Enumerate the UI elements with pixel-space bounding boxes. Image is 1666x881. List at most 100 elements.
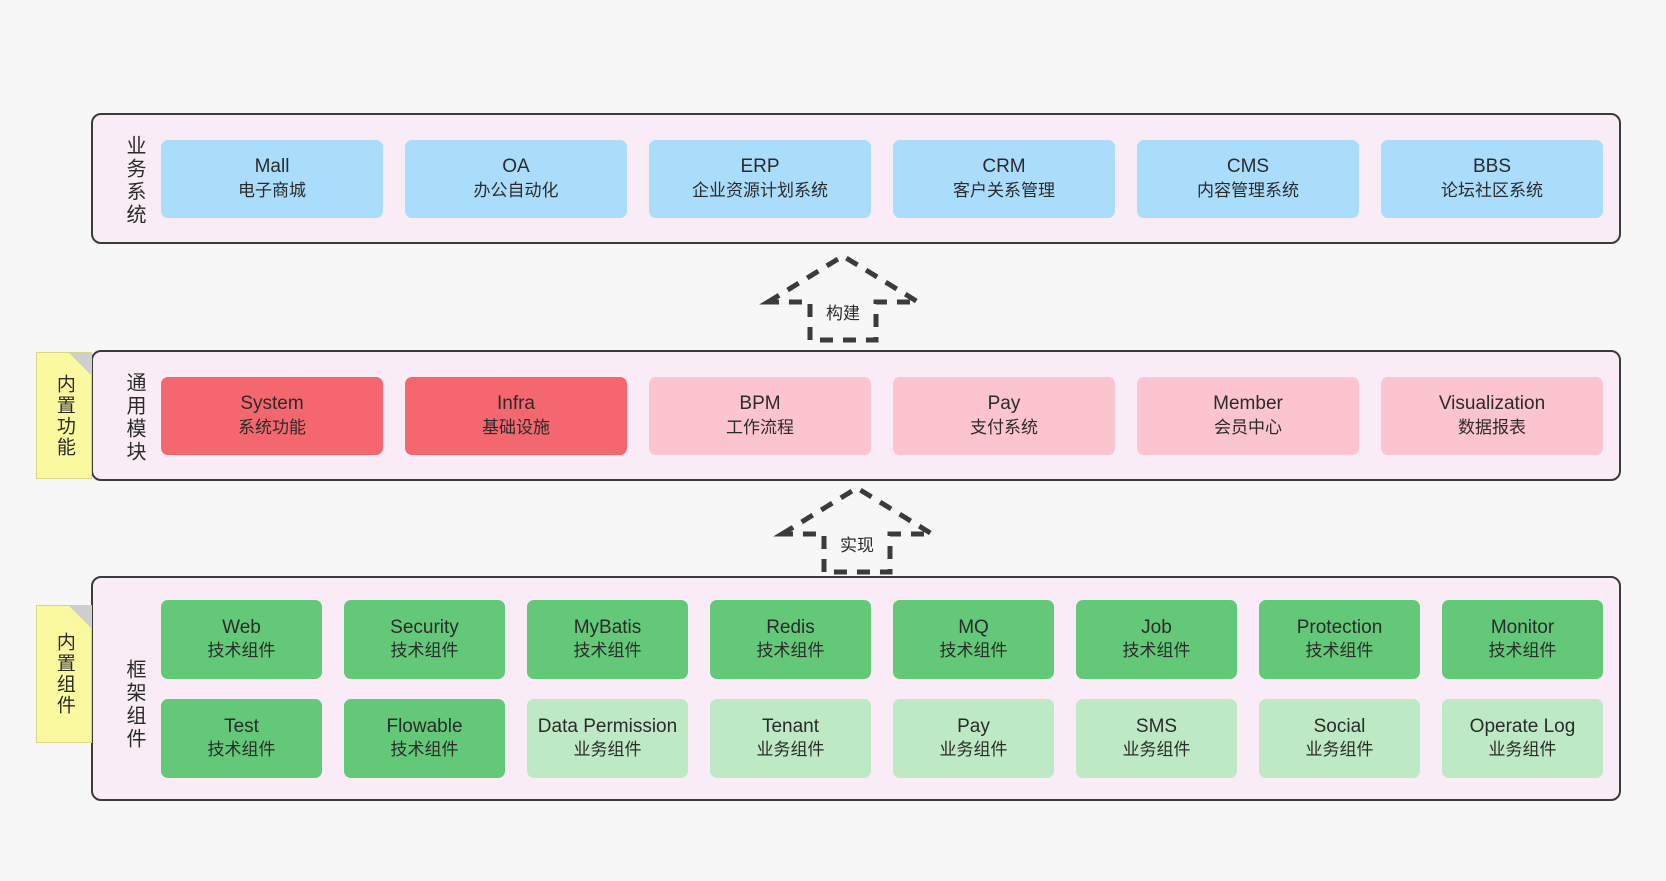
card-mq[interactable]: MQ 技术组件 [893,599,1054,679]
card-title: Protection [1296,616,1383,638]
card-title: ERP [740,156,780,178]
card-subtitle: 办公自动化 [473,180,559,200]
card-mall[interactable]: Mall 电子商城 [161,139,383,218]
card-cms[interactable]: CMS 内容管理系统 [1137,139,1359,218]
card-title: Monitor [1490,616,1555,638]
card-title: Mall [254,156,290,178]
tag-builtin-function: 内置功能 [36,352,92,479]
layer-common-modules: 通用模块 System 系统功能 Infra 基础设施 BPM 工作流程 Pay… [91,350,1621,481]
card-title: Operate Log [1469,715,1576,737]
card-subtitle: 数据报表 [1458,417,1526,437]
layer-body-common-modules: System 系统功能 Infra 基础设施 BPM 工作流程 Pay 支付系统… [145,352,1619,479]
layer-framework-components: 框架组件 Web 技术组件 Security 技术组件 MyBatis 技术组件… [91,576,1621,801]
card-system[interactable]: System 系统功能 [161,376,383,455]
card-subtitle: 基础设施 [482,417,550,437]
tag-label: 内置功能 [53,373,75,458]
card-infra[interactable]: Infra 基础设施 [405,376,627,455]
card-flowable[interactable]: Flowable 技术组件 [344,698,505,778]
card-title: Visualization [1438,393,1546,415]
card-subtitle: 技术组件 [390,641,459,661]
card-subtitle: 技术组件 [207,641,276,661]
card-subtitle: 论坛社区系统 [1441,180,1543,200]
card-subtitle: 业务组件 [939,740,1008,760]
card-row: Mall 电子商城 OA 办公自动化 ERP 企业资源计划系统 CRM 客户关系… [161,139,1603,218]
layer-label-framework-components: 框架组件 [123,658,145,751]
card-title: CMS [1226,156,1270,178]
card-pay-module[interactable]: Pay 支付系统 [893,376,1115,455]
card-title: Data Permission [537,715,678,737]
card-bpm[interactable]: BPM 工作流程 [649,376,871,455]
card-subtitle: 会员中心 [1214,417,1282,437]
layer-label-business-systems: 业务系统 [123,134,145,227]
card-web[interactable]: Web 技术组件 [161,599,322,679]
card-tenant[interactable]: Tenant 业务组件 [710,698,871,778]
card-title: MQ [958,616,989,638]
card-title: CRM [982,156,1026,178]
card-title: BPM [739,393,781,415]
card-subtitle: 业务组件 [1122,740,1191,760]
card-oa[interactable]: OA 办公自动化 [405,139,627,218]
tag-builtin-component: 内置组件 [36,605,92,743]
card-security[interactable]: Security 技术组件 [344,599,505,679]
arrow-implement-label: 实现 [840,536,874,555]
card-subtitle: 技术组件 [1305,641,1374,661]
card-title: Infra [496,393,536,415]
card-title: Security [390,616,459,638]
arrow-build: 构建 [758,252,928,344]
card-title: System [240,393,304,415]
card-subtitle: 支付系统 [970,417,1038,437]
card-subtitle: 工作流程 [726,417,794,437]
card-subtitle: 技术组件 [1488,641,1557,661]
card-title: SMS [1135,715,1178,737]
card-subtitle: 业务组件 [1305,740,1374,760]
card-subtitle: 系统功能 [238,417,306,437]
card-title: OA [502,156,530,178]
arrow-build-label: 构建 [826,304,860,323]
card-subtitle: 客户关系管理 [953,180,1055,200]
card-title: Member [1213,393,1283,415]
card-title: Web [222,616,261,638]
card-title: Flowable [386,715,463,737]
card-title: Redis [766,616,815,638]
card-row-technical: Web 技术组件 Security 技术组件 MyBatis 技术组件 Redi… [161,599,1603,679]
card-subtitle: 电子商城 [238,180,306,200]
layer-label-common-modules: 通用模块 [123,371,145,464]
card-subtitle: 技术组件 [939,641,1008,661]
card-visualization[interactable]: Visualization 数据报表 [1381,376,1603,455]
layer-body-business-systems: Mall 电子商城 OA 办公自动化 ERP 企业资源计划系统 CRM 客户关系… [145,115,1619,242]
card-title: Job [1141,616,1172,638]
card-title: Pay [987,393,1021,415]
layer-body-framework-components: Web 技术组件 Security 技术组件 MyBatis 技术组件 Redi… [145,578,1619,799]
card-protection[interactable]: Protection 技术组件 [1259,599,1420,679]
card-title: BBS [1472,156,1512,178]
card-sms[interactable]: SMS 业务组件 [1076,698,1237,778]
card-erp[interactable]: ERP 企业资源计划系统 [649,139,871,218]
card-mybatis[interactable]: MyBatis 技术组件 [527,599,688,679]
card-title: Test [224,715,259,737]
card-operate-log[interactable]: Operate Log 业务组件 [1442,698,1603,778]
card-row-business: Test 技术组件 Flowable 技术组件 Data Permission … [161,698,1603,778]
card-title: Pay [957,715,990,737]
card-subtitle: 业务组件 [573,740,642,760]
card-subtitle: 业务组件 [756,740,825,760]
card-monitor[interactable]: Monitor 技术组件 [1442,599,1603,679]
card-job[interactable]: Job 技术组件 [1076,599,1237,679]
card-data-permission[interactable]: Data Permission 业务组件 [527,698,688,778]
card-subtitle: 技术组件 [756,641,825,661]
card-title: Tenant [761,715,820,737]
card-redis[interactable]: Redis 技术组件 [710,599,871,679]
card-title: MyBatis [573,616,642,638]
card-pay-component[interactable]: Pay 业务组件 [893,698,1054,778]
card-subtitle: 技术组件 [1122,641,1191,661]
layer-business-systems: 业务系统 Mall 电子商城 OA 办公自动化 ERP 企业资源计划系统 CRM… [91,113,1621,244]
card-subtitle: 内容管理系统 [1197,180,1299,200]
card-crm[interactable]: CRM 客户关系管理 [893,139,1115,218]
card-subtitle: 企业资源计划系统 [692,180,828,200]
card-social[interactable]: Social 业务组件 [1259,698,1420,778]
tag-label: 内置组件 [53,632,75,716]
card-bbs[interactable]: BBS 论坛社区系统 [1381,139,1603,218]
card-test[interactable]: Test 技术组件 [161,698,322,778]
card-subtitle: 技术组件 [573,641,642,661]
card-member[interactable]: Member 会员中心 [1137,376,1359,455]
